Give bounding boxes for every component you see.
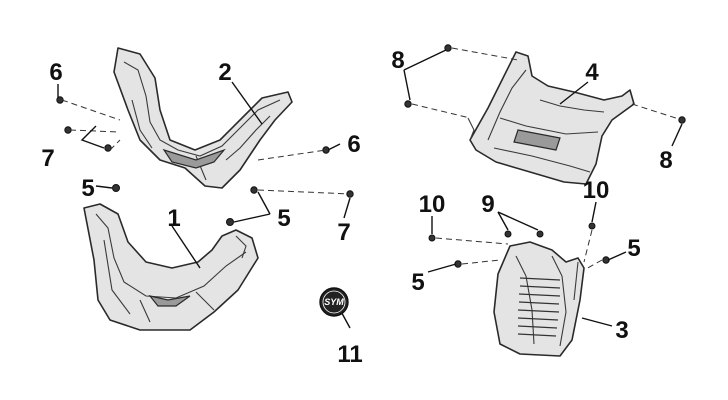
callout-5-left: 5 [81, 175, 94, 202]
callout-8-left: 8 [391, 47, 404, 74]
callout-6-left: 6 [49, 59, 62, 86]
callout-1: 1 [167, 205, 180, 232]
callout-10-left: 10 [419, 191, 446, 218]
grille-slots [517, 277, 561, 337]
callout-10-right: 10 [583, 177, 610, 204]
callout-numbers: 2 1 4 3 6 6 7 7 5 5 5 5 8 8 9 10 10 11 [41, 47, 672, 368]
callout-5-lower: 5 [411, 269, 424, 296]
assembly-lines [61, 47, 683, 271]
part-2-upper-cover [113, 47, 293, 189]
sym-logo-badge: SYM [319, 287, 349, 317]
fasteners [56, 44, 686, 268]
callout-5-right: 5 [627, 235, 640, 262]
part-4-tray [467, 51, 635, 185]
part-3-inner-panel [493, 241, 585, 357]
sym-logo-text: SYM [324, 297, 344, 307]
callout-7-right: 7 [337, 219, 350, 246]
part-1-lower-cover [83, 203, 259, 331]
callout-9: 9 [481, 191, 494, 218]
callout-2: 2 [218, 59, 231, 86]
callout-4: 4 [585, 59, 599, 86]
callout-7-left: 7 [41, 145, 54, 172]
callout-5-center: 5 [277, 205, 290, 232]
callout-6-right: 6 [347, 131, 360, 158]
callout-11: 11 [337, 341, 362, 368]
callout-8-right: 8 [659, 147, 672, 174]
callout-3: 3 [615, 317, 628, 344]
